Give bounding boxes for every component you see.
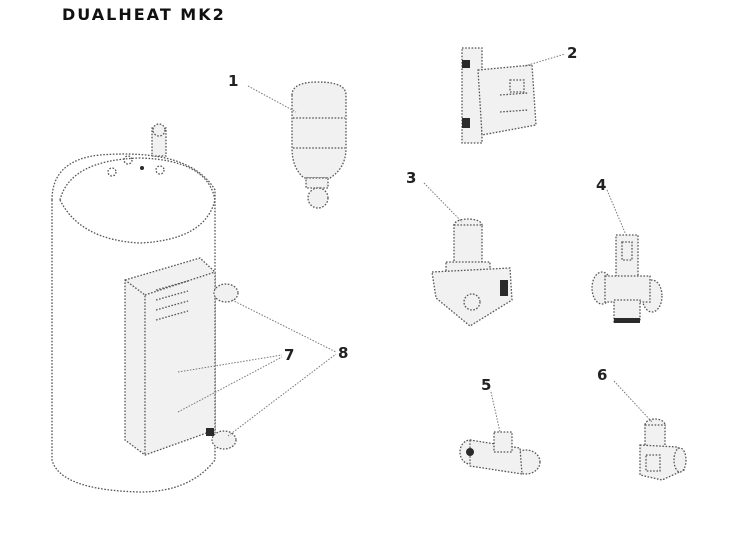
callout-3: 3 bbox=[406, 169, 416, 187]
callout-5: 5 bbox=[481, 376, 491, 394]
diagram-title: DUALHEAT MK2 bbox=[62, 5, 226, 24]
leader-4 bbox=[606, 189, 627, 236]
callout-6: 6 bbox=[597, 366, 607, 384]
leader-2 bbox=[524, 53, 566, 67]
leader-8b bbox=[227, 353, 337, 437]
leader-3 bbox=[423, 182, 463, 223]
callout-7: 7 bbox=[284, 346, 294, 364]
part-2-junction-box bbox=[461, 47, 537, 144]
callout-2: 2 bbox=[567, 44, 577, 62]
leader-5 bbox=[490, 391, 501, 433]
leader-7 bbox=[177, 354, 283, 373]
cylinder-tank bbox=[51, 123, 239, 493]
leader-1 bbox=[247, 85, 297, 113]
callout-4: 4 bbox=[596, 176, 606, 194]
leader-8 bbox=[231, 299, 337, 353]
part-5-tee-fitting bbox=[459, 431, 541, 475]
part-4-valve bbox=[591, 234, 663, 323]
part-1-expansion-vessel bbox=[291, 81, 347, 209]
leader-6 bbox=[613, 380, 653, 423]
callout-8: 8 bbox=[338, 344, 348, 362]
part-3-pressure-reducing-valve bbox=[431, 218, 513, 327]
callout-1: 1 bbox=[228, 72, 238, 90]
part-6-elbow-valve bbox=[639, 418, 687, 481]
